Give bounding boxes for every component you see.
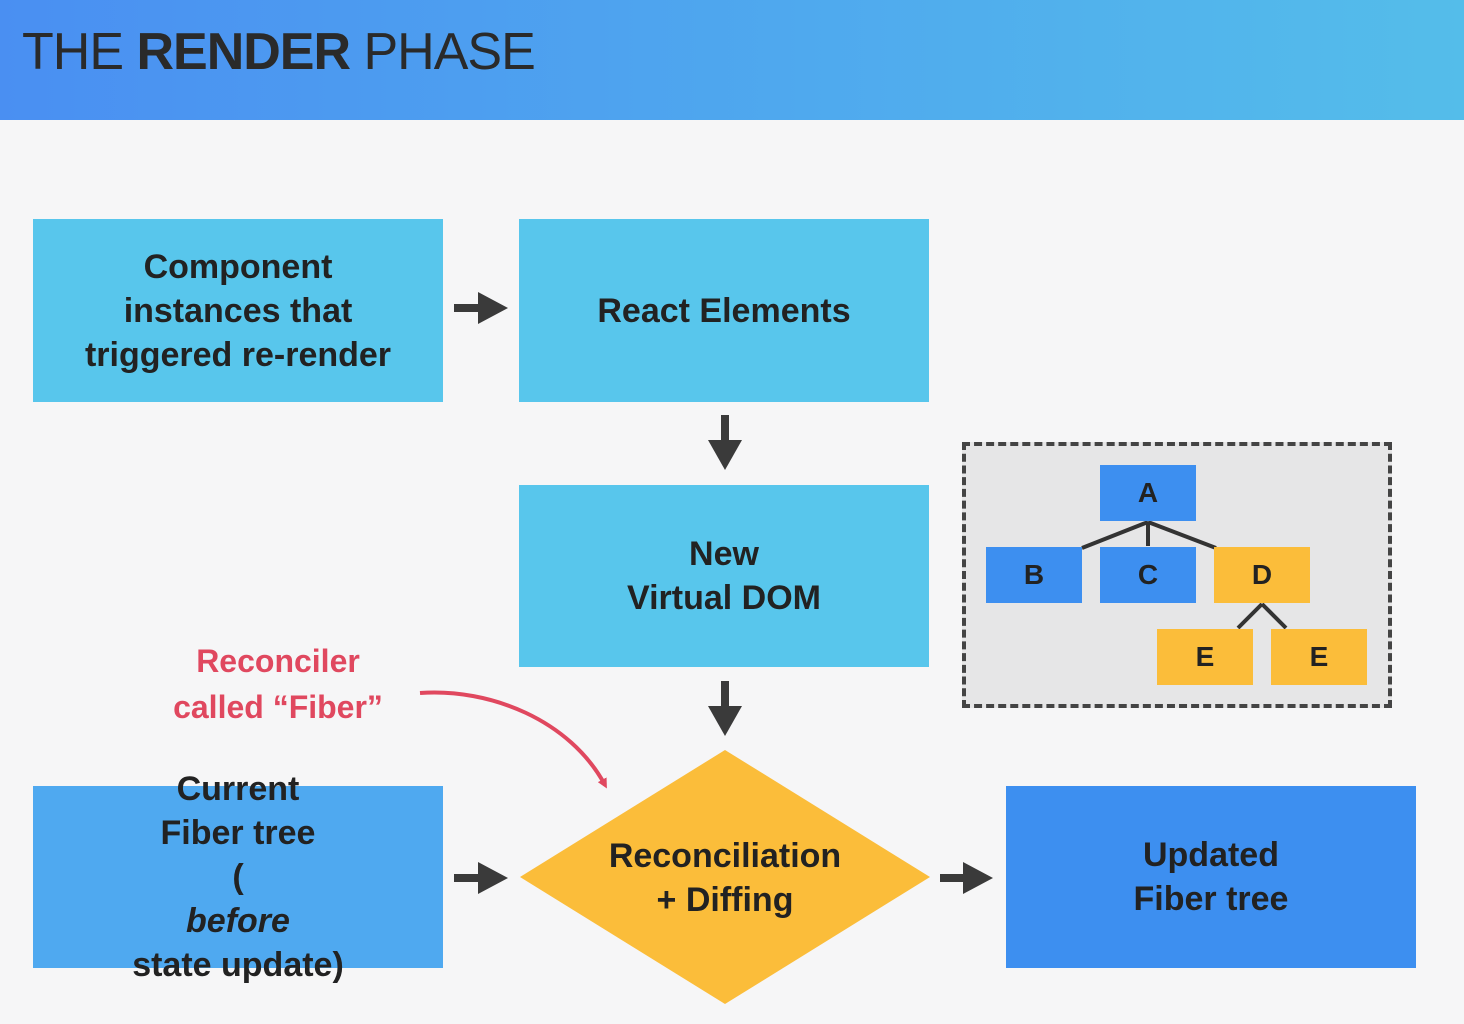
arrow-down-icon — [708, 415, 742, 470]
node-b-label: B — [1023, 559, 1045, 590]
updated-fiber-line-2: Fiber tree — [1133, 880, 1289, 918]
tree-node-d: D — [1214, 547, 1310, 603]
updated-fiber-line-1: Updated — [1142, 836, 1279, 874]
tree-node-e-right: E — [1271, 629, 1367, 685]
title-suffix: PHASE — [350, 23, 535, 81]
state-update-text: state update) — [132, 946, 344, 984]
virtual-dom-box: New Virtual DOM — [519, 485, 929, 667]
reconciler-annotation: Reconciler called “Fiber” — [140, 638, 416, 730]
current-fiber-line-3: ( before state update) — [132, 855, 344, 987]
reconciliation-diamond — [520, 750, 930, 1004]
current-fiber-text: Current Fiber tree ( before state update) — [132, 767, 344, 987]
node-c-label: C — [1137, 559, 1159, 590]
current-fiber-tree-box: Current Fiber tree ( before state update) — [33, 770, 443, 984]
virtual-dom-tree-illustration: A B C D E E — [962, 442, 1392, 708]
header-bar: THE RENDER PHASE — [0, 0, 1464, 120]
arrow-right-icon — [454, 292, 508, 324]
current-fiber-line-2: Fiber tree — [160, 814, 316, 852]
current-fiber-line-1: Current — [176, 770, 300, 808]
annotation-line-1: Reconciler — [196, 643, 360, 679]
arrow-down-icon — [708, 681, 742, 736]
tree-edges — [1081, 520, 1288, 630]
node-e1-label: E — [1195, 641, 1215, 672]
node-a-label: A — [1137, 477, 1159, 508]
tree-node-e-left: E — [1157, 629, 1253, 685]
component-line-2: instances that — [123, 291, 353, 330]
reconciliation-text: Reconciliation + Diffing — [560, 834, 890, 922]
before-italic: before — [186, 902, 290, 940]
paren-open: ( — [232, 858, 244, 896]
react-elements-box: React Elements — [519, 219, 929, 402]
updated-fiber-tree-box: Updated Fiber tree — [1006, 786, 1416, 968]
arrow-right-icon — [940, 862, 993, 894]
component-line-3: triggered re-render — [84, 335, 392, 374]
annotation-line-2: called “Fiber” — [173, 689, 383, 725]
title-bold: RENDER — [136, 23, 351, 81]
title-prefix: THE — [22, 23, 137, 81]
virtual-dom-line-2: Virtual DOM — [627, 579, 821, 617]
updated-fiber-text: Updated Fiber tree — [1134, 833, 1289, 921]
curved-arrow-icon — [419, 690, 607, 789]
virtual-dom-line-1: New — [689, 535, 759, 573]
tree-node-b: B — [986, 547, 1082, 603]
tree-node-c: C — [1100, 547, 1196, 603]
reconciliation-line-2: + Diffing — [656, 881, 794, 919]
react-elements-label: React Elements — [597, 291, 851, 330]
tree-node-a: A — [1100, 465, 1196, 521]
page-title: THE RENDER PHASE — [22, 20, 536, 84]
component-instances-text: Component instances that triggered re-re… — [85, 245, 391, 377]
node-d-label: D — [1251, 559, 1273, 590]
reconciliation-line-1: Reconciliation — [608, 837, 842, 875]
arrow-right-icon — [454, 862, 508, 894]
virtual-dom-text: New Virtual DOM — [627, 532, 821, 620]
component-instances-box: Component instances that triggered re-re… — [33, 219, 443, 402]
component-line-1: Component — [143, 247, 333, 286]
node-e2-label: E — [1309, 641, 1329, 672]
